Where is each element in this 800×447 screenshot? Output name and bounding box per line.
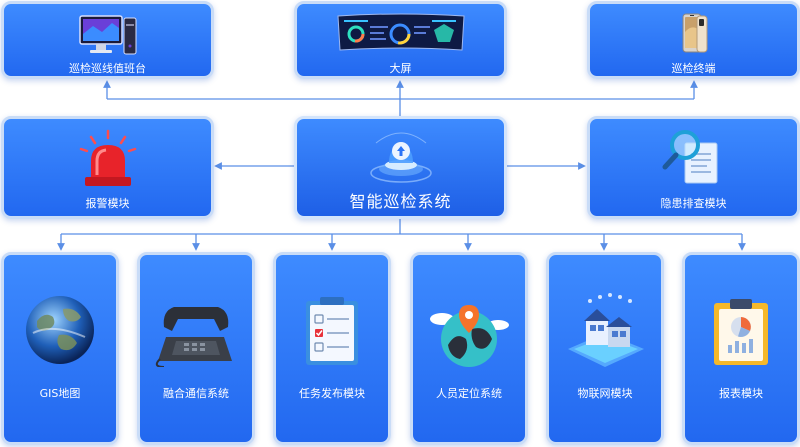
node-label: 巡检终端 [671,62,716,75]
node-gis-map[interactable]: GIS地图 [1,252,119,445]
node-intelligent-inspection-system[interactable]: 智能巡检系统 [294,116,507,219]
node-personnel-positioning[interactable]: 人员定位系统 [410,252,528,445]
node-duty-console[interactable]: 巡检巡线值班台 [1,1,214,79]
alarm-siren-icon [79,129,136,186]
node-hazard-inspection-module[interactable]: 隐患排查模块 [587,116,800,219]
node-big-screen[interactable]: 大屏 [294,1,507,79]
node-label: 人员定位系统 [436,387,502,400]
node-alarm-module[interactable]: 报警模块 [1,116,214,219]
magnifier-document-icon [662,130,717,184]
node-converged-communication[interactable]: 融合通信系统 [137,252,255,445]
node-task-publishing[interactable]: 任务发布模块 [273,252,391,445]
node-label: 报警模块 [85,197,130,210]
node-label: 融合通信系统 [163,387,229,400]
smartphone-icon [682,13,707,53]
node-label: 大屏 [389,62,412,75]
curved-dashboard-screen-icon [336,13,465,51]
desk-phone-icon [155,307,232,367]
report-clipboard-icon [714,299,768,365]
desktop-computer-icon [78,15,136,55]
node-inspection-terminal[interactable]: 巡检终端 [587,1,800,79]
node-label: 任务发布模块 [299,387,365,400]
node-label: 隐患排查模块 [660,197,727,210]
node-label: GIS地图 [39,387,81,400]
smart-house-icon [568,293,644,367]
node-label: 巡检巡线值班台 [69,62,146,75]
globe-icon [26,296,94,364]
node-report-module[interactable]: 报表模块 [682,252,800,445]
location-pin-globe-icon [430,305,509,367]
upload-platform-icon [369,132,432,183]
node-iot-module[interactable]: 物联网模块 [546,252,664,445]
checklist-clipboard-icon [306,297,358,365]
node-label: 物联网模块 [577,387,633,400]
node-label: 报表模块 [719,387,763,400]
center-title: 智能巡检系统 [349,192,452,211]
